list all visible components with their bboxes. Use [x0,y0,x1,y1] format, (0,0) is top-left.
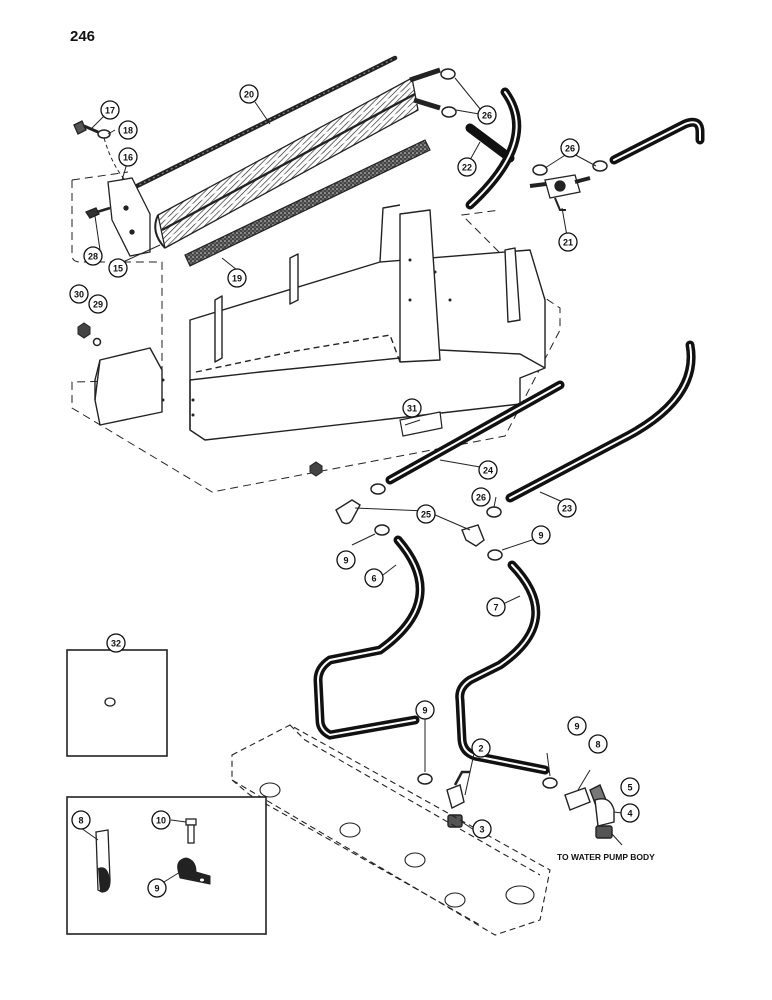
callout-30: 30 [69,284,89,304]
svg-text:2: 2 [478,744,483,754]
nut-floor [309,461,323,477]
callout-8b: 8 [71,810,91,830]
callout-3: 3 [472,819,492,839]
callout-20: 20 [239,84,259,104]
svg-text:18: 18 [123,126,133,136]
callout-9e: 9 [147,878,167,898]
callout-21: 21 [558,232,578,252]
callout-31: 31 [402,398,422,418]
callout-8a: 8 [588,734,608,754]
inset-box-32 [66,649,168,757]
svg-text:26: 26 [476,493,486,503]
svg-text:9: 9 [154,884,159,894]
callout-9d: 9 [567,716,587,736]
svg-text:31: 31 [407,404,417,414]
svg-text:26: 26 [482,111,492,121]
heater-core [154,67,441,249]
svg-text:20: 20 [244,90,254,100]
callout-16: 16 [118,147,138,167]
callout-28: 28 [83,246,103,266]
svg-text:30: 30 [74,290,84,300]
svg-text:7: 7 [493,603,498,613]
callout-23: 23 [557,498,577,518]
callout-24: 24 [478,460,498,480]
svg-text:32: 32 [111,639,121,649]
callout-26b: 26 [560,138,580,158]
svg-text:29: 29 [93,300,103,310]
nut-29 [92,337,102,347]
callout-25: 25 [416,504,436,524]
hose-clamps [370,68,608,789]
callout-9b: 9 [531,525,551,545]
svg-text:9: 9 [343,556,348,566]
svg-text:25: 25 [421,510,431,520]
svg-text:19: 19 [232,274,242,284]
engine-fittings [446,770,615,839]
heater-tray [94,204,546,441]
callout-18: 18 [118,120,138,140]
mounting-bracket [107,177,151,257]
callout-26c: 26 [471,487,491,507]
cylinder-head-bosses [259,782,535,908]
nut-30 [77,322,91,339]
svg-text:8: 8 [78,816,83,826]
callout-32: 32 [106,633,126,653]
callout-15: 15 [108,258,128,278]
callouts: 17 18 16 28 15 19 20 26 22 26 21 30 29 3… [69,84,640,898]
callout-19: 19 [227,268,247,288]
callout-2: 2 [471,738,491,758]
svg-text:3: 3 [479,825,484,835]
hoses [313,87,705,775]
svg-text:26: 26 [565,144,575,154]
callout-7: 7 [486,597,506,617]
svg-text:6: 6 [371,574,376,584]
svg-text:22: 22 [462,163,472,173]
callout-17: 17 [100,100,120,120]
elbow-fittings [335,499,485,547]
page-number: 246 [70,28,96,45]
callout-26a: 26 [477,105,497,125]
callout-9c: 9 [415,700,435,720]
callout-29: 29 [88,294,108,314]
svg-text:21: 21 [563,238,573,248]
svg-text:16: 16 [123,153,133,163]
callout-4: 4 [620,803,640,823]
svg-text:9: 9 [538,531,543,541]
water-pump-note: TO WATER PUMP BODY [557,852,655,862]
svg-text:23: 23 [562,504,572,514]
screw-28 [85,206,111,219]
svg-text:5: 5 [627,783,632,793]
tray-rivets [161,258,452,417]
svg-text:28: 28 [88,252,98,262]
water-valve [529,174,591,211]
svg-text:8: 8 [595,740,600,750]
bolt-10-icon [185,818,197,844]
clamp-9-icon [177,857,211,885]
callout-22: 22 [457,157,477,177]
svg-text:17: 17 [105,106,115,116]
bolt-17 [73,120,99,135]
svg-text:15: 15 [113,264,123,274]
svg-text:9: 9 [422,706,427,716]
svg-text:4: 4 [627,809,632,819]
cylinder-head [231,724,551,936]
seal-strip-lower [184,139,431,267]
svg-text:24: 24 [483,466,493,476]
svg-text:10: 10 [156,816,166,826]
callout-9a: 9 [336,550,356,570]
callout-6: 6 [364,568,384,588]
plug-icon [104,697,116,707]
svg-text:9: 9 [574,722,579,732]
decal [399,411,443,437]
callout-10: 10 [151,810,171,830]
callout-5: 5 [620,777,640,797]
